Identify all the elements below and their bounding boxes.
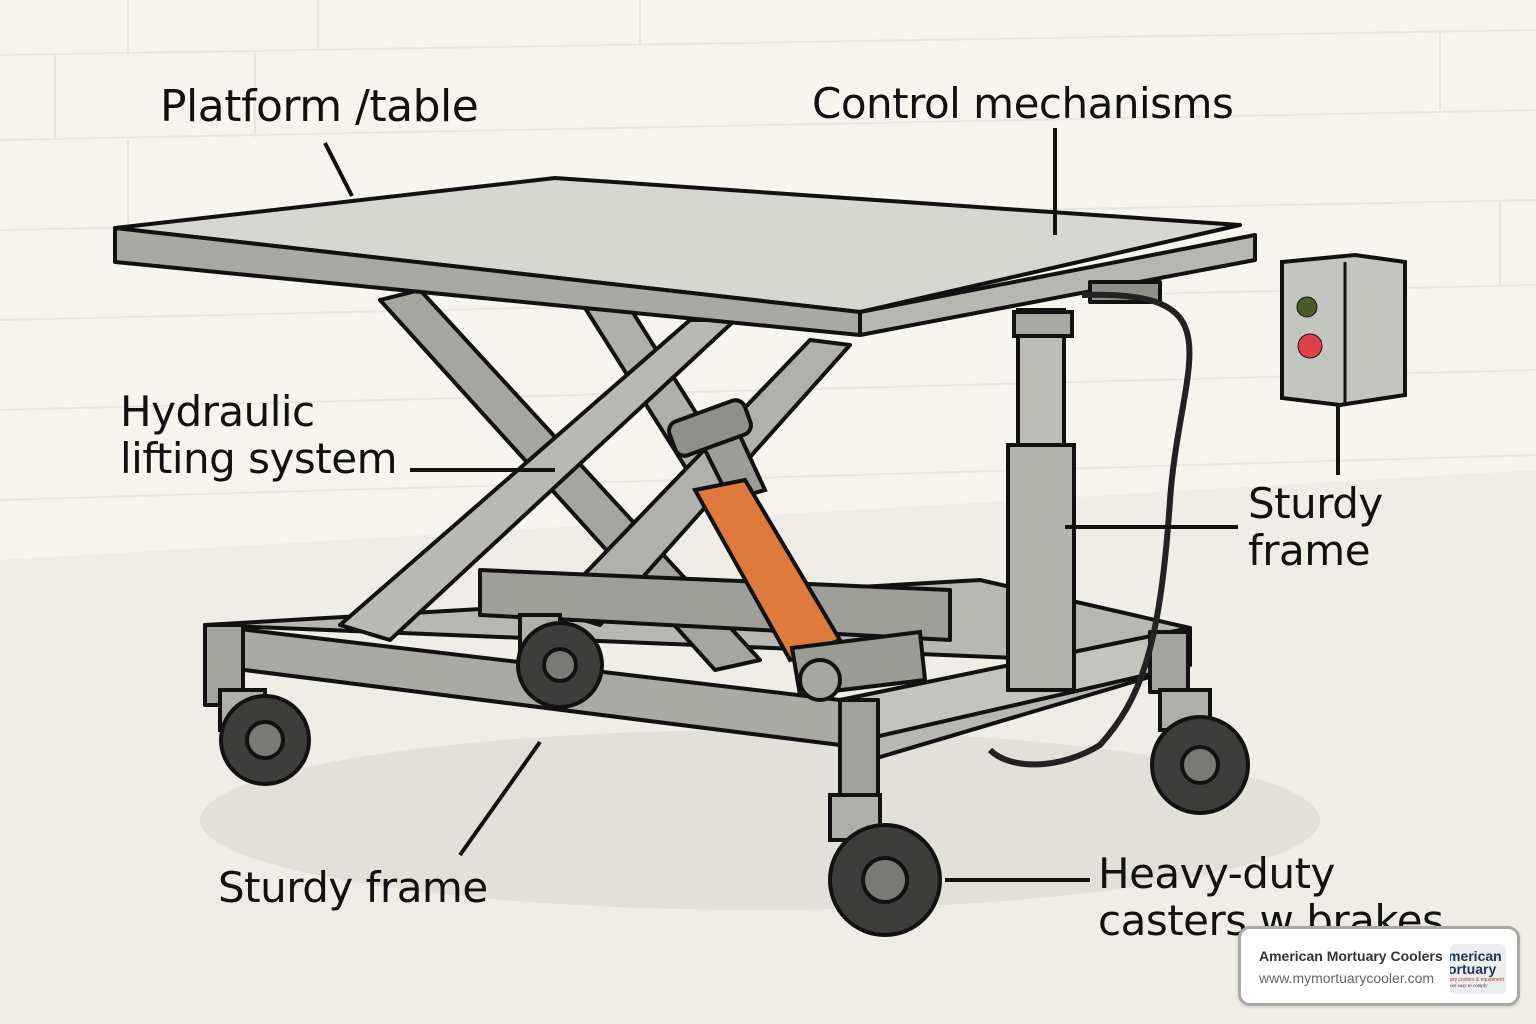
support-post xyxy=(1006,308,1076,692)
badge-url[interactable]: www.mymortuarycooler.com xyxy=(1259,970,1435,986)
label-casters-line1: Heavy-duty xyxy=(1098,849,1335,898)
label-frame-right-line2: frame xyxy=(1248,526,1371,576)
company-logo-icon: merican ortuary ary coolers & equipment … xyxy=(1450,944,1506,994)
logo-text-4: ool easy to comply xyxy=(1450,984,1488,989)
caster-front-left xyxy=(218,688,311,786)
caster-rear-right xyxy=(1150,688,1250,815)
label-frame-right-line1: Sturdy xyxy=(1248,479,1383,528)
label-sturdy-frame-bottom: Sturdy frame xyxy=(218,863,488,912)
green-button-icon xyxy=(1296,296,1318,318)
logo-text-3: ary coolers & equipment xyxy=(1450,977,1504,983)
label-hydraulic-line2: lifting system xyxy=(120,434,398,484)
label-sturdy-frame-right: Sturdy frame xyxy=(1248,480,1383,574)
leader-lines xyxy=(323,128,1340,882)
caster-rear-left xyxy=(516,613,604,709)
platform-top xyxy=(113,176,1257,337)
floor-shadow xyxy=(200,730,1320,910)
label-hydraulic-line1: Hydraulic xyxy=(120,387,315,436)
hydraulic-cylinder xyxy=(667,398,928,702)
logo-text-2: ortuary xyxy=(1450,961,1497,977)
caster-front-right xyxy=(828,793,942,937)
casters xyxy=(218,613,1250,937)
control-box xyxy=(987,252,1407,768)
logo-text-1: merican xyxy=(1450,948,1502,964)
label-control-mechanisms: Control mechanisms xyxy=(812,79,1234,128)
red-button-icon xyxy=(1297,333,1323,359)
badge-company-name: American Mortuary Coolers xyxy=(1259,948,1443,964)
label-hydraulic-system: Hydraulic lifting system xyxy=(120,387,398,484)
label-platform: Platform /table xyxy=(160,81,479,132)
control-cable xyxy=(987,291,1193,768)
source-badge[interactable]: American Mortuary Coolers www.mymortuary… xyxy=(1238,926,1520,1006)
